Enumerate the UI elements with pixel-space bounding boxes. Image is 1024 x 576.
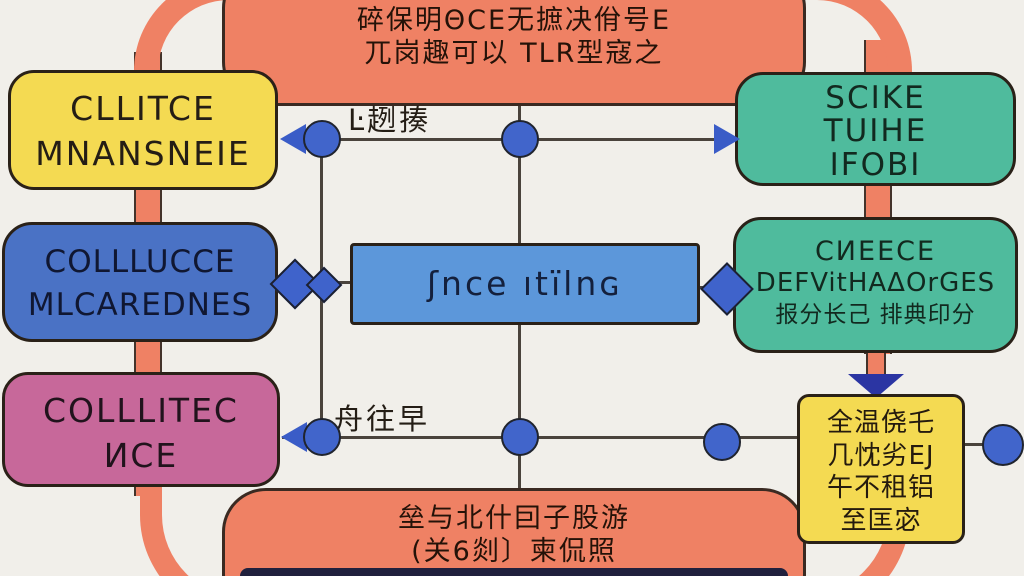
node-dot-bottom-center xyxy=(501,418,539,456)
node-dot-top-left xyxy=(303,120,341,158)
box-right-yellow-line4: 至匡宓 xyxy=(840,505,922,536)
box-right-teal-top: SCIKE TUIHE IFOBI xyxy=(735,72,1016,186)
box-right-teal-mid: CИEECE DEFVitHAΔOrGES 报分长己 排典印分 xyxy=(733,217,1018,353)
top-banner-text-line2: 兀岗趣可以 TLR型寇之 xyxy=(364,37,664,69)
box-left-blue-line2: MLCAREDNES xyxy=(27,287,253,324)
bottom-banner: 垒与北什囙子股游 (关6剡〕柬侃照 xyxy=(222,488,806,576)
bottom-inner-bar xyxy=(240,568,788,576)
connector-line-vertical-center-lower xyxy=(518,324,521,490)
node-diamond-left-inner xyxy=(305,266,343,304)
top-banner: 碎保明ΘCE无摭决佾号E 兀岗趣可以 TLR型寇之 xyxy=(222,0,806,106)
node-dot-far-right xyxy=(982,424,1024,466)
connector-line-bottom-row xyxy=(282,436,798,439)
box-right-teal-mid-line3: 报分长己 排典印分 xyxy=(775,301,976,328)
node-dot-bottom-left xyxy=(303,418,341,456)
bottom-banner-text-line1: 垒与北什囙子股游 xyxy=(398,503,630,534)
box-right-yellow-line1: 全温侥乇 xyxy=(826,408,935,438)
node-dot-bottom-mid-right xyxy=(703,423,741,461)
box-right-yellow-line3: 午不租铝 xyxy=(826,473,935,503)
edge-label-bottom: 舟往早 xyxy=(334,402,431,436)
box-left-pink-line2: ИCE xyxy=(103,435,179,475)
box-left-pink: COLLLITEC ИCE xyxy=(2,372,280,487)
box-right-yellow: 全温侥乇 几忱劣EJ 午不租铝 至匡宓 xyxy=(797,394,965,544)
box-right-teal-mid-line2: DEFVitHAΔOrGES xyxy=(755,268,996,298)
box-left-pink-line1: COLLLITEC xyxy=(43,391,239,430)
left-arrowhead-bottom-icon xyxy=(281,422,307,452)
left-arrowhead-top-icon xyxy=(280,124,306,154)
top-banner-text-line1: 碎保明ΘCE无摭决佾号E xyxy=(356,5,672,36)
box-center-blue-line1: ʃnce ıtïlnɢ xyxy=(426,264,624,303)
box-right-teal-mid-line1: CИEECE xyxy=(814,236,937,267)
right-arrowhead-top-icon xyxy=(714,124,740,154)
box-left-yellow-line2: MNANSNEIE xyxy=(35,133,251,173)
box-left-blue: COLLLUCCE MLCAREDNES xyxy=(2,222,278,342)
box-right-teal-top-line3: IFOBI xyxy=(829,146,922,183)
box-right-teal-top-line1: SCIKE xyxy=(825,80,926,116)
box-left-blue-line1: COLLLUCCE xyxy=(44,244,236,280)
box-left-yellow: CLLITCE MNANSNEIE xyxy=(8,70,278,190)
box-right-yellow-line2: 几忱劣EJ xyxy=(827,440,935,471)
box-left-yellow-line1: CLLITCE xyxy=(70,89,216,128)
node-dot-top-center xyxy=(501,120,539,158)
box-right-teal-top-line2: TUIHE xyxy=(823,113,928,150)
bottom-banner-text-line2: (关6剡〕柬侃照 xyxy=(411,535,617,567)
edge-label-top: Ŀ趔揍 xyxy=(348,103,432,137)
ring-down-arrow-stem xyxy=(866,350,886,378)
box-center-blue: ʃnce ıtïlnɢ xyxy=(350,243,700,325)
